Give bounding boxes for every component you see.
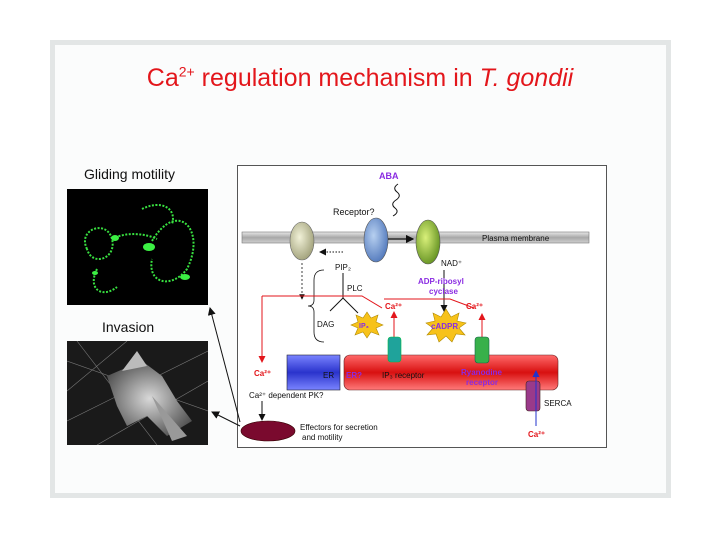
ryanodine-label: Ryanodine <box>461 368 502 377</box>
species-name: T. gondii <box>479 64 574 92</box>
pip2-label: PIP₂ <box>335 263 351 272</box>
er-compartment <box>286 354 341 391</box>
invasion-image <box>67 341 208 445</box>
er-label: ER <box>323 371 334 380</box>
diagram-panel: ABA Receptor? Plasma membrane PIP₂ PLC D… <box>237 165 607 448</box>
ryanodine-receptor-label: receptor <box>466 378 498 387</box>
cyclase-label: cyclase <box>429 287 458 296</box>
cadpr-label: cADPR <box>431 322 458 331</box>
adp-ribosyl-cyclase-protein <box>415 219 441 265</box>
serca-label: SERCA <box>544 399 572 408</box>
signaling-diagram: ABA Receptor? Plasma membrane PIP₂ PLC D… <box>240 171 590 442</box>
arrow-to-invasion <box>211 411 241 427</box>
receptor-question-label: Receptor? <box>333 207 375 217</box>
gliding-motility-label: Gliding motility <box>84 166 176 182</box>
er-question-compartment <box>343 354 559 391</box>
channel-protein <box>289 221 315 261</box>
ca-dependent-pk-label: Ca²⁺ dependent PK? <box>249 391 324 400</box>
plc-label: PLC <box>347 284 363 293</box>
arrow-to-gliding <box>207 307 241 423</box>
ca-label-ip3: Ca²⁺ <box>385 302 402 311</box>
gliding-motility-image <box>67 189 208 305</box>
adp-ribosyl-label: ADP-ribosyl <box>418 277 464 286</box>
cadpr-burst-icon <box>425 308 467 343</box>
aba-ligand-icon <box>392 183 400 217</box>
effector-complex <box>240 420 296 442</box>
plasma-membrane-label: Plasma membrane <box>482 234 550 243</box>
er-question-label: ER? <box>346 371 362 380</box>
ca-label-serca: Ca²⁺ <box>528 430 545 439</box>
ip3-receptor-label: IP₃ receptor <box>382 371 425 380</box>
effectors-label-1: Effectors for secretion <box>300 423 378 432</box>
dag-branch <box>329 297 344 312</box>
effectors-label-2: and motility <box>302 433 342 442</box>
ip3-branch <box>342 297 359 314</box>
nad-label: NAD⁺ <box>441 259 462 268</box>
ca-label-ryanodine: Ca²⁺ <box>466 302 483 311</box>
ip3-burst-icon <box>350 311 384 339</box>
receptor-protein <box>363 217 389 263</box>
dag-label: DAG <box>317 320 334 329</box>
ip3-label: IP₃ <box>359 323 369 330</box>
ip3-receptor-channel <box>387 336 402 363</box>
title-superscript: 2+ <box>178 63 195 80</box>
plasma-membrane <box>241 231 590 244</box>
bracket <box>307 269 325 343</box>
invasion-label: Invasion <box>102 319 155 335</box>
ca-label-cytosol: Ca²⁺ <box>254 369 271 378</box>
aba-label: ABA <box>379 171 399 181</box>
ryanodine-receptor-channel <box>474 336 490 364</box>
slide-title: Ca2+ regulation mechanism in T. gondii <box>146 63 574 92</box>
